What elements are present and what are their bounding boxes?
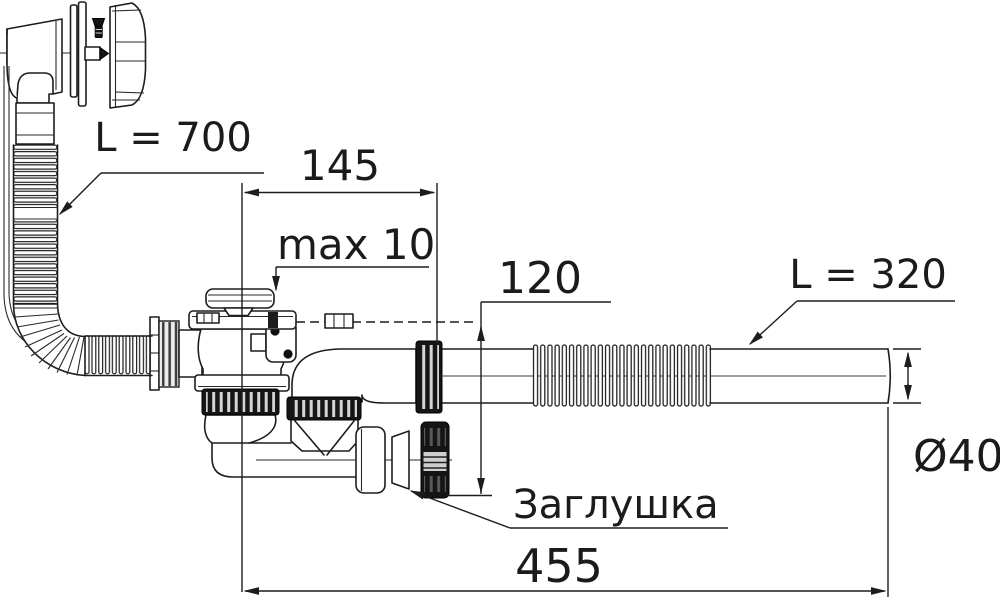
cleanout-plug-nut: [420, 421, 450, 499]
flange-tab: [196, 312, 220, 324]
dimension-120: 120: [447, 253, 611, 497]
overflow-stem: [84, 46, 110, 61]
label-overflow-hose-length: L = 700: [94, 115, 252, 161]
outlet-pipe-nut: [415, 340, 443, 414]
hose-nut: [149, 316, 180, 391]
pipe-end: [887, 348, 892, 404]
label-pipe-diameter: Ø40: [913, 431, 1000, 482]
label-plug: Заглушка: [513, 482, 719, 528]
dimension-diameter: Ø40: [893, 348, 1000, 482]
overflow-assembly: [0, 1, 147, 109]
overflow-flange-plate: [69, 4, 78, 98]
hose-corrugation-lower: [13, 220, 58, 304]
outlet-elbow: [291, 348, 417, 404]
siphon-nut: [201, 388, 280, 416]
siphon-elbow: [211, 442, 357, 478]
drain-screw-lower: [283, 349, 293, 359]
dimension-145: 145: [241, 141, 438, 592]
dimension-overflow-hose: L = 700: [58, 115, 264, 216]
overflow-screw: [91, 18, 106, 38]
outlet-pipe: [415, 340, 892, 414]
overflow-hose: [3, 66, 203, 391]
overflow-knob: [109, 2, 147, 109]
label-vertical-offset: 120: [498, 253, 582, 304]
tee-nut: [286, 396, 362, 421]
hose-top-fitting: [15, 102, 55, 145]
label-max-thickness: max 10: [277, 220, 435, 269]
drain-side-stub: [250, 333, 267, 352]
cleanout-plug-taper: [391, 430, 410, 490]
siphon-bell: [203, 414, 277, 444]
hose-corrugation-upper: [13, 144, 58, 206]
outlet-corrugation: [532, 344, 712, 408]
label-horizontal-offset: 145: [300, 141, 380, 190]
dimension-455: 455: [243, 407, 889, 597]
label-total-length: 455: [515, 539, 603, 593]
label-outlet-hose-length: L = 320: [789, 252, 947, 298]
reference-block: [324, 313, 354, 329]
drain-plug: [205, 288, 275, 317]
dimension-outlet-hose: L = 320: [748, 252, 955, 346]
dimension-max10: max 10: [272, 220, 435, 292]
tee-funnel: [290, 418, 359, 456]
hose-bend: [12, 303, 86, 377]
flange-edge-dark: [268, 312, 278, 328]
hose-corrugation-horizontal: [84, 335, 152, 376]
drain-assembly: [188, 288, 452, 499]
annotation-plug: Заглушка: [409, 482, 728, 529]
cleanout-socket: [355, 426, 386, 494]
